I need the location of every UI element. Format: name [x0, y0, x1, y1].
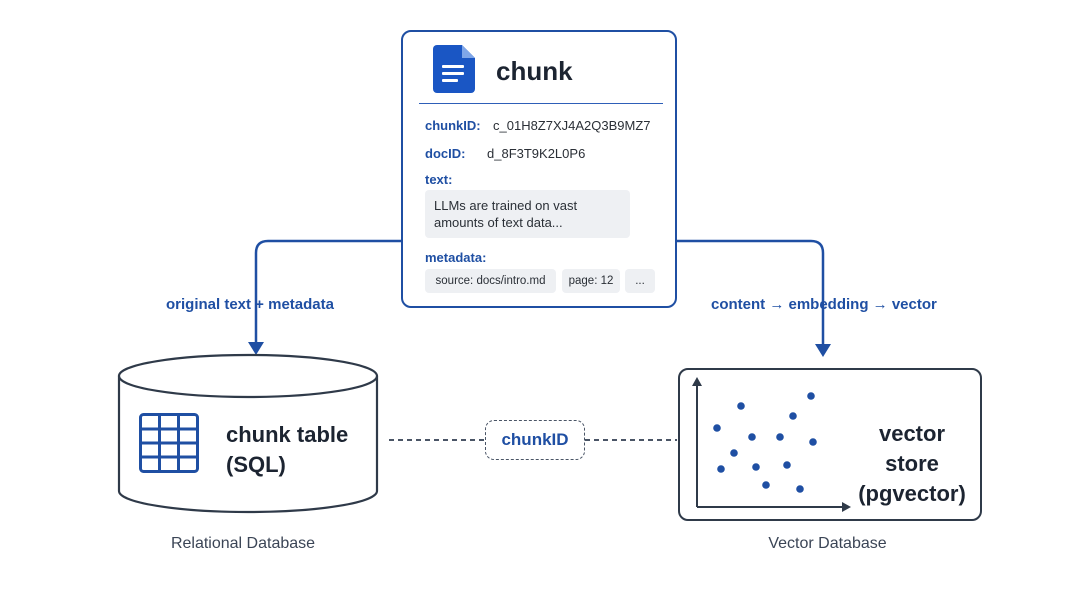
- metadata-chip-source: source: docs/intro.md: [425, 269, 556, 293]
- vector-store-title-line1: vector store: [878, 421, 946, 476]
- text-label: text:: [425, 172, 453, 187]
- chunk-id-link-label: chunkID: [485, 420, 585, 460]
- text-value-box: LLMs are trained on vast amounts of text…: [425, 190, 630, 238]
- right-arrowhead: [815, 344, 831, 357]
- vector-db-caption: Vector Database: [768, 535, 887, 552]
- metadata-label: metadata:: [425, 250, 487, 265]
- left-connector-line: [254, 239, 401, 345]
- left-arrowhead: [248, 342, 264, 355]
- left-flow-label: original text + metadata: [166, 296, 334, 313]
- document-icon: [433, 45, 475, 93]
- metadata-chip-more: ...: [625, 269, 655, 293]
- relational-db-caption: Relational Database: [170, 535, 316, 552]
- card-divider: [419, 103, 663, 104]
- chunk-title: chunk: [496, 56, 573, 86]
- chunk-id-label: chunkID:: [425, 118, 481, 133]
- relational-db-title-line2: (SQL): [226, 452, 286, 477]
- doc-id-label: docID:: [425, 146, 466, 161]
- vector-store-title-line2: (pgvector): [858, 481, 966, 506]
- relational-db-title-line1: chunk table: [226, 422, 349, 447]
- vector-store-box: vector store (pgvector): [678, 368, 982, 521]
- chunk-id-value: c_01H8Z7XJ4A2Q3B9MZ7: [493, 118, 651, 133]
- vector-store-title: vector store (pgvector): [850, 419, 974, 509]
- chunk-card: chunk chunkID: c_01H8Z7XJ4A2Q3B9MZ7 docI…: [401, 30, 677, 308]
- right-flow-label: content → embedding → vector: [711, 296, 937, 313]
- relational-db-title: chunk table (SQL): [226, 420, 348, 480]
- database-cylinder: [117, 353, 379, 514]
- table-grid-icon: [139, 413, 199, 473]
- right-connector-line: [677, 239, 825, 347]
- doc-id-value: d_8F3T9K2L0P6: [487, 146, 586, 161]
- scatter-plot-icon: [692, 377, 851, 512]
- metadata-chip-page: page: 12: [562, 269, 620, 293]
